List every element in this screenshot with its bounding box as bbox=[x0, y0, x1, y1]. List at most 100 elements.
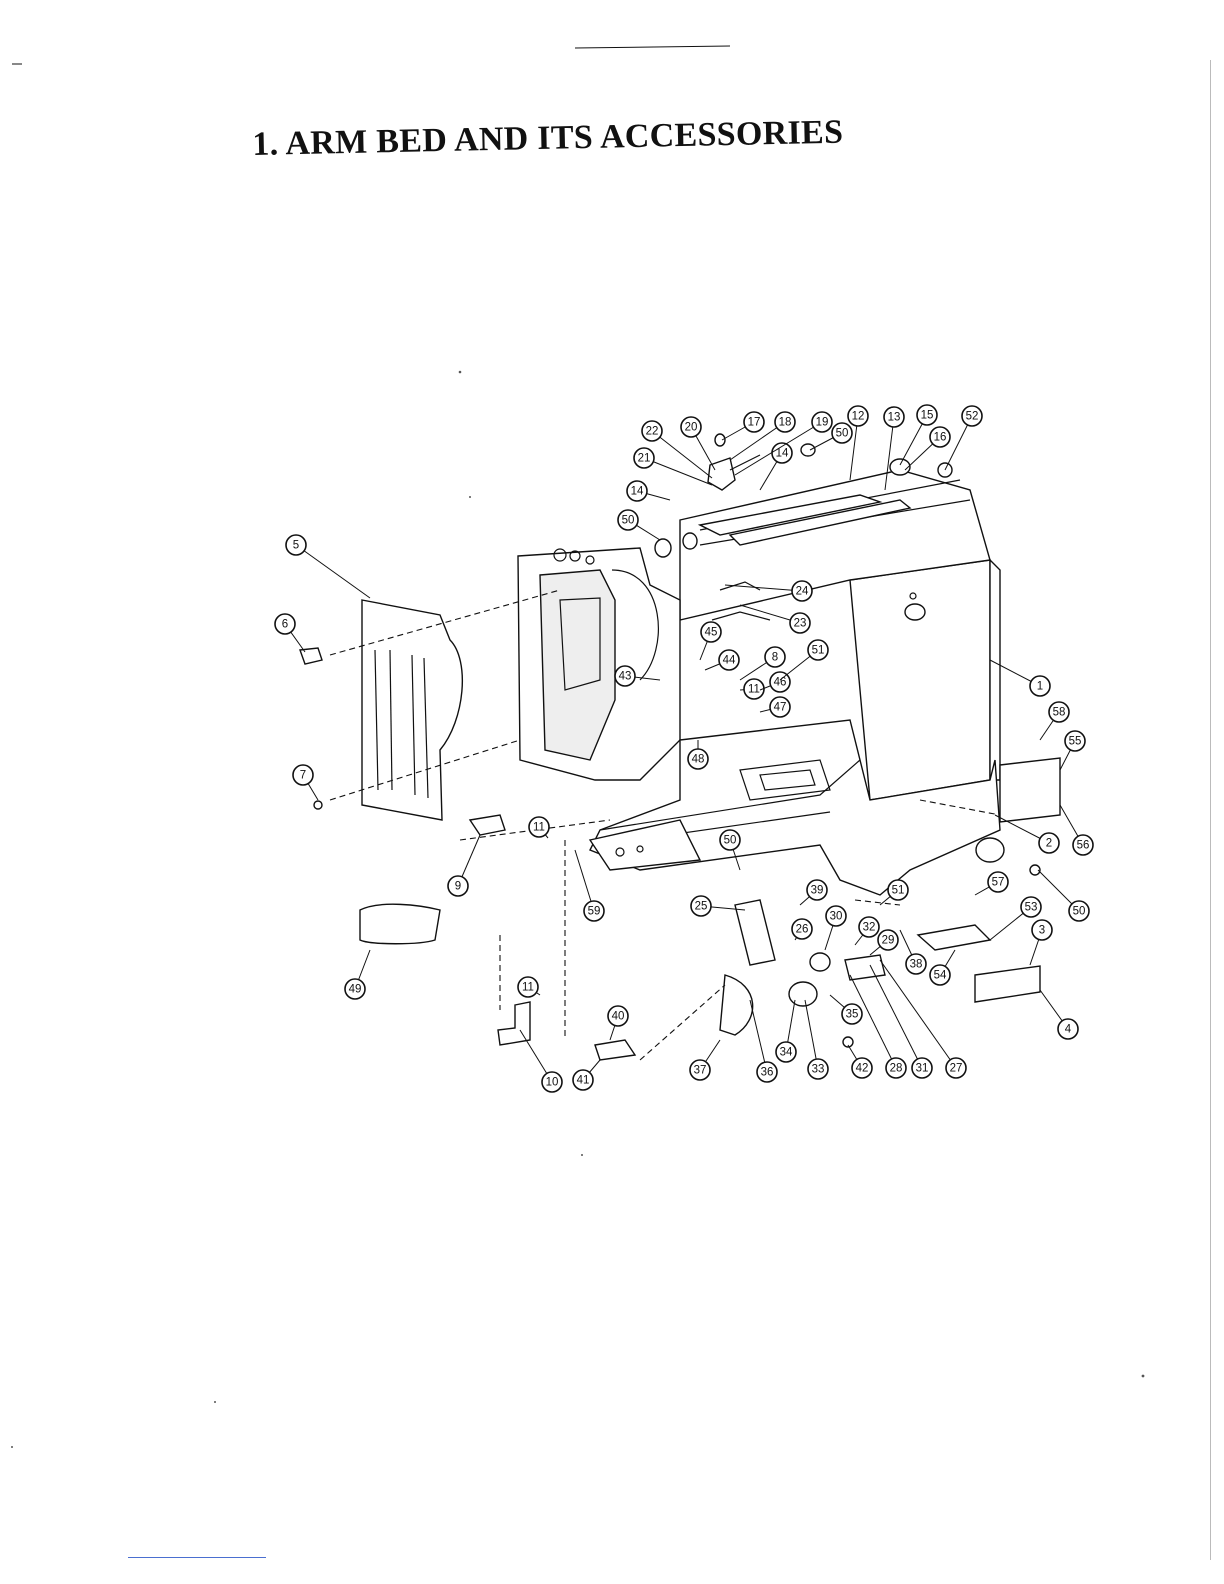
callout-c32: 32 bbox=[855, 917, 879, 945]
callout-c44: 44 bbox=[705, 650, 739, 670]
callout-c6: 6 bbox=[275, 614, 305, 652]
callout-number: 34 bbox=[780, 1047, 793, 1059]
callout-number: 5 bbox=[293, 540, 299, 552]
callout-c49: 49 bbox=[345, 950, 370, 999]
callout-c21: 21 bbox=[634, 448, 712, 485]
callout-number: 32 bbox=[863, 922, 876, 934]
callout-number: 7 bbox=[300, 770, 306, 782]
callout-number: 8 bbox=[772, 652, 778, 664]
callout-number: 48 bbox=[692, 754, 705, 766]
callout-c3: 3 bbox=[1030, 920, 1052, 965]
callout-number: 20 bbox=[685, 422, 698, 434]
callout-number: 30 bbox=[830, 911, 843, 923]
callout-number: 10 bbox=[546, 1077, 559, 1089]
callout-number: 35 bbox=[846, 1009, 859, 1021]
callout-number: 51 bbox=[892, 885, 905, 897]
callout-c11b: 11 bbox=[518, 977, 540, 997]
callout-c59: 59 bbox=[575, 850, 604, 921]
callout-number: 16 bbox=[934, 432, 947, 444]
callout-number: 1 bbox=[1037, 681, 1043, 693]
callout-c45: 45 bbox=[700, 622, 721, 660]
callout-number: 12 bbox=[852, 411, 865, 423]
callout-c22: 22 bbox=[642, 421, 712, 478]
callout-number: 44 bbox=[723, 655, 736, 667]
callout-number: 14 bbox=[631, 486, 644, 498]
callout-number: 58 bbox=[1053, 707, 1066, 719]
callout-c39: 39 bbox=[800, 880, 827, 905]
leader-line bbox=[652, 431, 712, 478]
callout-number: 11 bbox=[748, 684, 760, 696]
callout-c51a: 51 bbox=[780, 640, 828, 680]
leader-line bbox=[296, 545, 370, 598]
leader-line bbox=[750, 1000, 767, 1072]
callout-number: 4 bbox=[1065, 1024, 1072, 1036]
callout-number: 50 bbox=[622, 515, 635, 527]
callout-number: 40 bbox=[612, 1011, 625, 1023]
callout-number: 28 bbox=[890, 1063, 903, 1075]
callout-number: 59 bbox=[588, 906, 601, 918]
callout-number: 15 bbox=[921, 410, 934, 422]
callout-number: 33 bbox=[812, 1064, 825, 1076]
callout-c36: 36 bbox=[750, 1000, 777, 1082]
callout-number: 46 bbox=[774, 677, 787, 689]
callout-c35: 35 bbox=[830, 995, 862, 1024]
callout-number: 57 bbox=[992, 877, 1005, 889]
callout-number: 11 bbox=[522, 982, 534, 994]
callout-number: 24 bbox=[796, 586, 809, 598]
callout-c23: 23 bbox=[740, 605, 810, 633]
leader-line bbox=[644, 458, 712, 485]
callout-c37: 37 bbox=[690, 1040, 720, 1080]
callout-c50d: 50 bbox=[1038, 870, 1089, 921]
callout-c5: 5 bbox=[286, 535, 370, 598]
callout-c50a: 50 bbox=[618, 510, 660, 540]
callout-number: 56 bbox=[1077, 840, 1090, 852]
callout-number: 2 bbox=[1046, 838, 1052, 850]
callout-number: 42 bbox=[856, 1063, 869, 1075]
callout-number: 23 bbox=[794, 618, 807, 630]
callout-c30: 30 bbox=[825, 906, 846, 950]
callout-number: 19 bbox=[816, 417, 829, 429]
callout-c57: 57 bbox=[975, 872, 1008, 895]
callout-c58: 58 bbox=[1040, 702, 1069, 740]
callout-c20: 20 bbox=[681, 417, 715, 470]
callout-number: 55 bbox=[1069, 736, 1082, 748]
callout-c55: 55 bbox=[1060, 731, 1085, 770]
callout-c7: 7 bbox=[293, 765, 318, 800]
callout-number: 47 bbox=[774, 702, 787, 714]
callout-number: 17 bbox=[748, 417, 761, 429]
callout-number: 31 bbox=[916, 1063, 929, 1075]
callout-c34: 34 bbox=[776, 1000, 796, 1062]
callout-number: 50 bbox=[724, 835, 737, 847]
callout-number: 11 bbox=[533, 822, 545, 834]
callout-c40: 40 bbox=[608, 1006, 628, 1040]
callout-number: 13 bbox=[888, 412, 901, 424]
callout-number: 38 bbox=[910, 959, 923, 971]
callout-number: 18 bbox=[779, 417, 792, 429]
callout-c47: 47 bbox=[760, 697, 790, 717]
leader-line bbox=[870, 965, 922, 1068]
callout-number: 22 bbox=[646, 426, 659, 438]
callout-number: 54 bbox=[934, 970, 947, 982]
callout-number: 27 bbox=[950, 1063, 963, 1075]
callout-number: 43 bbox=[619, 671, 632, 683]
callout-number: 29 bbox=[882, 935, 895, 947]
callout-number: 50 bbox=[836, 428, 849, 440]
callout-number: 49 bbox=[349, 984, 362, 996]
callout-c56: 56 bbox=[1060, 805, 1093, 855]
callout-number: 50 bbox=[1073, 906, 1086, 918]
callout-c26: 26 bbox=[792, 919, 812, 940]
callout-c11a: 11 bbox=[529, 817, 549, 838]
callout-number: 41 bbox=[577, 1075, 590, 1087]
callout-number: 25 bbox=[695, 901, 708, 913]
callout-c4: 4 bbox=[1040, 990, 1078, 1039]
callout-c54: 54 bbox=[930, 950, 955, 985]
callout-c41: 41 bbox=[573, 1060, 600, 1090]
callout-c33: 33 bbox=[805, 1000, 828, 1079]
callout-c11c: 11 bbox=[740, 679, 764, 699]
callout-c17: 17 bbox=[722, 412, 764, 440]
bottom-rule bbox=[128, 1557, 266, 1558]
callout-number: 26 bbox=[796, 924, 809, 936]
callout-c10: 10 bbox=[520, 1030, 562, 1092]
callout-number: 9 bbox=[455, 881, 461, 893]
